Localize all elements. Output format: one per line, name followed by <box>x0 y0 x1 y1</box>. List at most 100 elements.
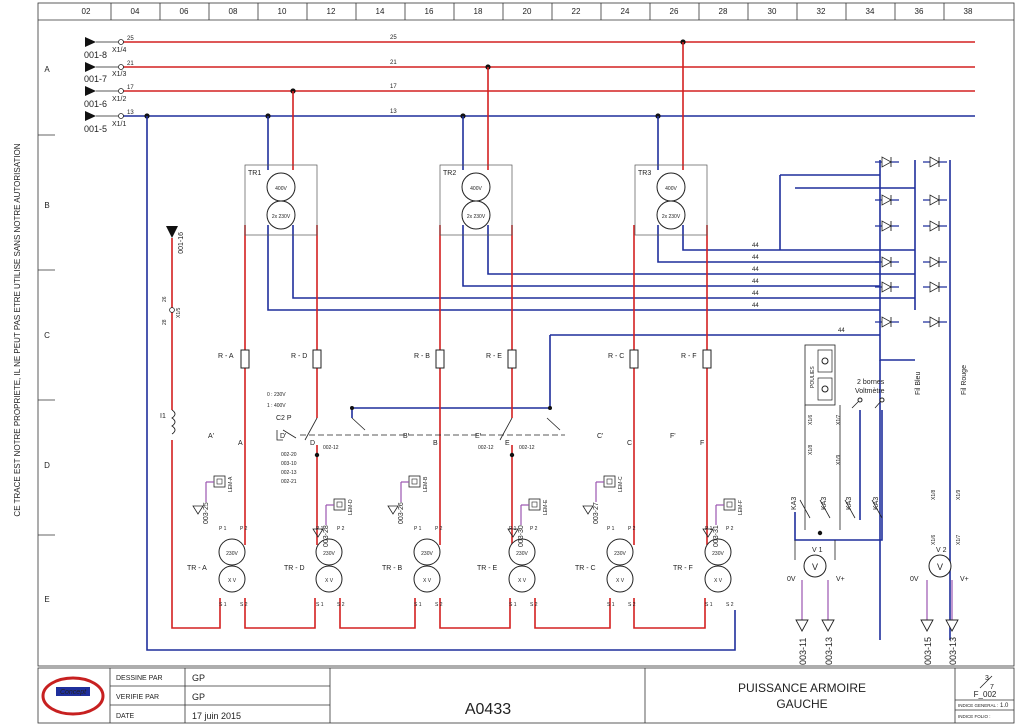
transformer-tr1[interactable]: TR1 400V 2x 230V <box>244 164 318 236</box>
svg-text:Concept: Concept <box>60 689 87 696</box>
poulies-block[interactable]: POULIES 2 bornes Voltmètre <box>804 344 885 530</box>
svg-text:S 1: S 1 <box>607 602 615 608</box>
relay-contact: KA3 <box>873 497 880 510</box>
voltmeter-v1[interactable]: V V 1 0V V+ <box>787 540 845 620</box>
lem-label: LEM-F <box>738 500 744 515</box>
svg-text:44: 44 <box>752 267 759 273</box>
node-label: D' <box>280 433 286 440</box>
transformer-tr3[interactable]: TR3 400V 2x 230V <box>634 164 708 236</box>
resistor-label: R - C <box>608 353 624 360</box>
node-label: B <box>433 440 438 447</box>
transformer-label: TR - E <box>477 565 498 572</box>
wire-number: 17 <box>390 84 397 90</box>
svg-text:X1/6: X1/6 <box>931 534 937 545</box>
diode <box>929 256 940 268</box>
svg-text:S 1: S 1 <box>316 602 324 608</box>
wire-number: 13 <box>390 109 397 115</box>
diode <box>881 194 892 206</box>
company-logo: Concept <box>41 676 105 716</box>
svg-text:X V: X V <box>325 578 334 584</box>
svg-text:44: 44 <box>752 243 759 249</box>
drawing-number: A0433 <box>465 701 511 718</box>
ref-001-16[interactable]: 001-16 X1/5 26 28 I1 <box>160 226 185 435</box>
cross-ref: 003-15 <box>923 637 933 665</box>
switch-ref: 002-12 <box>519 445 535 451</box>
diode <box>929 220 940 232</box>
cross-ref: 003-11 <box>798 638 808 665</box>
drawing-title: GAUCHE <box>776 697 827 711</box>
svg-text:S 1: S 1 <box>705 602 713 608</box>
switch-ref: 002-12 <box>323 445 339 451</box>
folio: F_002 <box>974 690 997 699</box>
svg-text:13: 13 <box>127 110 134 116</box>
node-label: A' <box>208 433 214 440</box>
svg-text:230V: 230V <box>712 551 724 557</box>
field-label: VERIFIE PAR <box>116 694 159 701</box>
lem-label: LEM-D <box>348 499 354 515</box>
svg-text:V: V <box>937 562 943 572</box>
svg-text:230V: 230V <box>516 551 528 557</box>
transformer-label: TR - C <box>575 565 596 572</box>
svg-text:INDICE FOLIO :: INDICE FOLIO : <box>958 714 991 719</box>
svg-text:P 1: P 1 <box>607 526 615 532</box>
svg-text:S 2: S 2 <box>628 602 636 608</box>
bus-entry-001-5[interactable]: 001-5 X1/1 <box>84 111 127 134</box>
field-label: DATE <box>116 713 134 720</box>
transformer-tr2[interactable]: TR2 400V 2x 230V <box>439 164 513 236</box>
diode <box>929 316 940 328</box>
svg-text:X V: X V <box>518 578 527 584</box>
svg-text:44: 44 <box>838 328 845 334</box>
bus-ref: 001-5 <box>84 124 107 134</box>
selector-c2p[interactable]: 0 : 230V 1 : 400V C2 P 002-20 003-10 002… <box>267 392 535 485</box>
cross-ref: 002-13 <box>281 470 297 476</box>
column-number: 20 <box>523 7 532 16</box>
bus-entry-001-6[interactable]: 001-6 X1/2 <box>84 86 127 109</box>
relay-contact: KA3 <box>791 497 798 510</box>
bus-entry-001-8[interactable]: 001-8 X1/4 <box>84 37 127 60</box>
svg-text:21: 21 <box>127 61 134 67</box>
primary-voltage: 400V <box>470 186 482 192</box>
svg-text:P 2: P 2 <box>240 526 248 532</box>
primary-voltage: 400V <box>665 186 677 192</box>
voltmeter-label: V 1 <box>812 547 823 554</box>
svg-text:V+: V+ <box>836 576 845 583</box>
bus-entry-001-7[interactable]: 001-7 X1/3 <box>84 62 127 84</box>
column-number: 34 <box>866 7 875 16</box>
wire-number: 25 <box>390 35 397 41</box>
svg-text:X1/7: X1/7 <box>836 414 842 425</box>
svg-text:S 2: S 2 <box>726 602 734 608</box>
svg-text:S 2: S 2 <box>240 602 248 608</box>
svg-text:P 2: P 2 <box>337 526 345 532</box>
column-number: 18 <box>474 7 483 16</box>
cross-ref: 003-13 <box>824 637 834 665</box>
column-number: 28 <box>719 7 728 16</box>
svg-text:S 2: S 2 <box>530 602 538 608</box>
transformer-label: TR - D <box>284 565 305 572</box>
transformer-label: TR2 <box>443 170 456 177</box>
svg-text:0V: 0V <box>787 576 796 583</box>
transformer-label: TR3 <box>638 170 651 177</box>
svg-text:X1/8: X1/8 <box>808 444 814 455</box>
cross-ref: 003-26 <box>398 502 405 524</box>
diode <box>881 316 892 328</box>
row-ruler: A B C D E <box>38 65 55 604</box>
field-label: DESSINE PAR <box>116 675 163 682</box>
voltmeter-label: V 2 <box>936 547 947 554</box>
voltmeter-v2[interactable]: V V 2 0V V+ <box>910 547 969 620</box>
svg-text:S 1: S 1 <box>219 602 227 608</box>
